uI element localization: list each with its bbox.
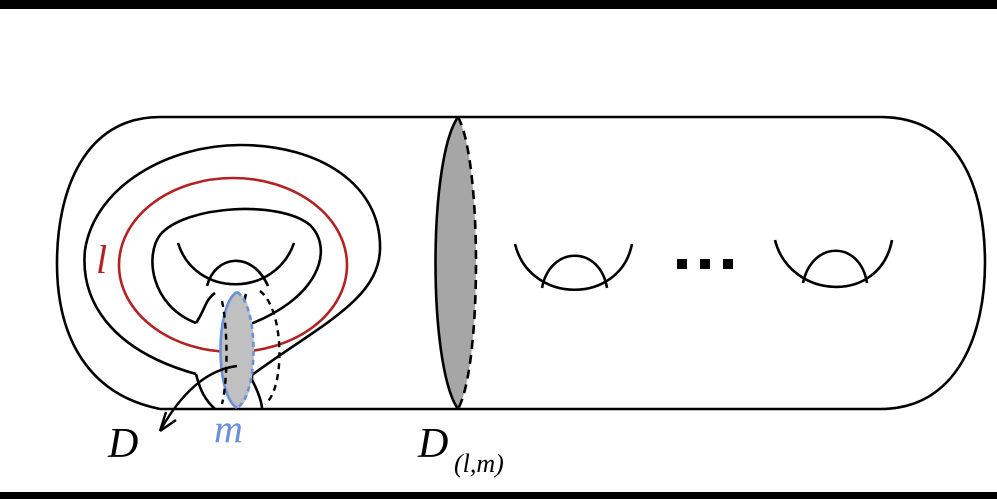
handle-neck-lower-left xyxy=(194,373,216,410)
label-D-lm: D xyxy=(417,421,448,467)
handle-hole-2 xyxy=(513,243,634,291)
meridian-disk xyxy=(219,290,255,410)
ellipsis-dots xyxy=(677,259,733,269)
label-D-lm-subscript: (l,m) xyxy=(454,449,504,478)
separating-disk xyxy=(434,116,478,410)
label-m: m xyxy=(214,406,243,451)
surface-outline xyxy=(55,115,987,411)
label-D: D xyxy=(107,421,138,467)
handle-outer-lower xyxy=(250,375,264,410)
handle-neck-left xyxy=(194,291,216,324)
bottom-frame-bar xyxy=(0,492,997,499)
handle-hole-arch xyxy=(205,259,270,287)
arrow-to-meridian-disk xyxy=(158,364,238,432)
handle-inner-loop xyxy=(151,207,323,328)
handle-hole-n xyxy=(773,239,894,289)
handle-hole-smile xyxy=(176,242,296,286)
handle-outer-loop xyxy=(83,143,382,377)
label-l: l xyxy=(96,237,107,282)
top-frame-bar xyxy=(0,0,997,9)
hidden-circle-outer xyxy=(259,290,281,405)
